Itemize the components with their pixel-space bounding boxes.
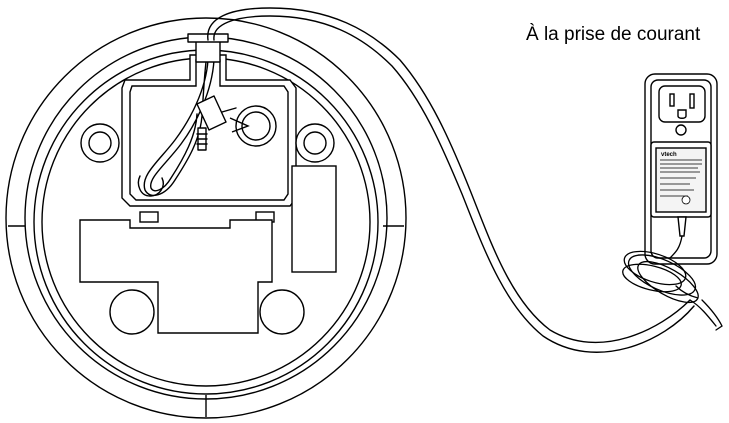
power-adapter bbox=[650, 141, 712, 237]
outlet-ground-hole bbox=[677, 109, 687, 119]
outlet-slot-left bbox=[669, 93, 675, 107]
adapter-brand-label: vtech bbox=[661, 152, 677, 158]
outlet-screw bbox=[675, 124, 687, 136]
coil-loop-3 bbox=[637, 260, 699, 304]
adapter-cord bbox=[669, 235, 683, 259]
cable-route-inner bbox=[213, 15, 695, 353]
rubber-foot-right bbox=[259, 289, 305, 335]
power-jack-arrow bbox=[229, 117, 250, 133]
cable-route-outer bbox=[207, 7, 691, 344]
coil-loop-2 bbox=[627, 254, 697, 296]
clip-left bbox=[139, 211, 159, 223]
adapter-label-panel bbox=[655, 147, 707, 213]
screw-hole-right-inner bbox=[303, 131, 327, 155]
adapter-cord-strain bbox=[677, 216, 687, 237]
rubber-foot-left bbox=[109, 289, 155, 335]
adapter-cord-coil bbox=[622, 235, 723, 331]
adapter-label-lines bbox=[660, 159, 702, 197]
cable-clamp bbox=[195, 39, 221, 63]
plug-end-cap bbox=[137, 175, 164, 197]
power-cable bbox=[137, 7, 695, 353]
battery-compartment bbox=[79, 219, 273, 334]
dc-plug-ridges bbox=[196, 133, 208, 145]
screw-hole-left-inner bbox=[88, 131, 112, 155]
label-recess bbox=[291, 165, 337, 273]
dc-plug-tip bbox=[221, 107, 237, 113]
power-outlet-caption: À la prise de courant bbox=[526, 24, 701, 45]
coil-tie bbox=[675, 285, 717, 327]
coil-loop-4 bbox=[622, 263, 682, 293]
dc-plug-body bbox=[196, 95, 227, 131]
outlet-slot-right bbox=[689, 93, 695, 109]
cable-loop-inside-inner bbox=[150, 59, 215, 192]
power-jack-socket-inner bbox=[241, 111, 271, 141]
coil-tail bbox=[701, 299, 723, 331]
adapter-safety-mark bbox=[681, 195, 691, 205]
base-unit bbox=[5, 17, 407, 419]
